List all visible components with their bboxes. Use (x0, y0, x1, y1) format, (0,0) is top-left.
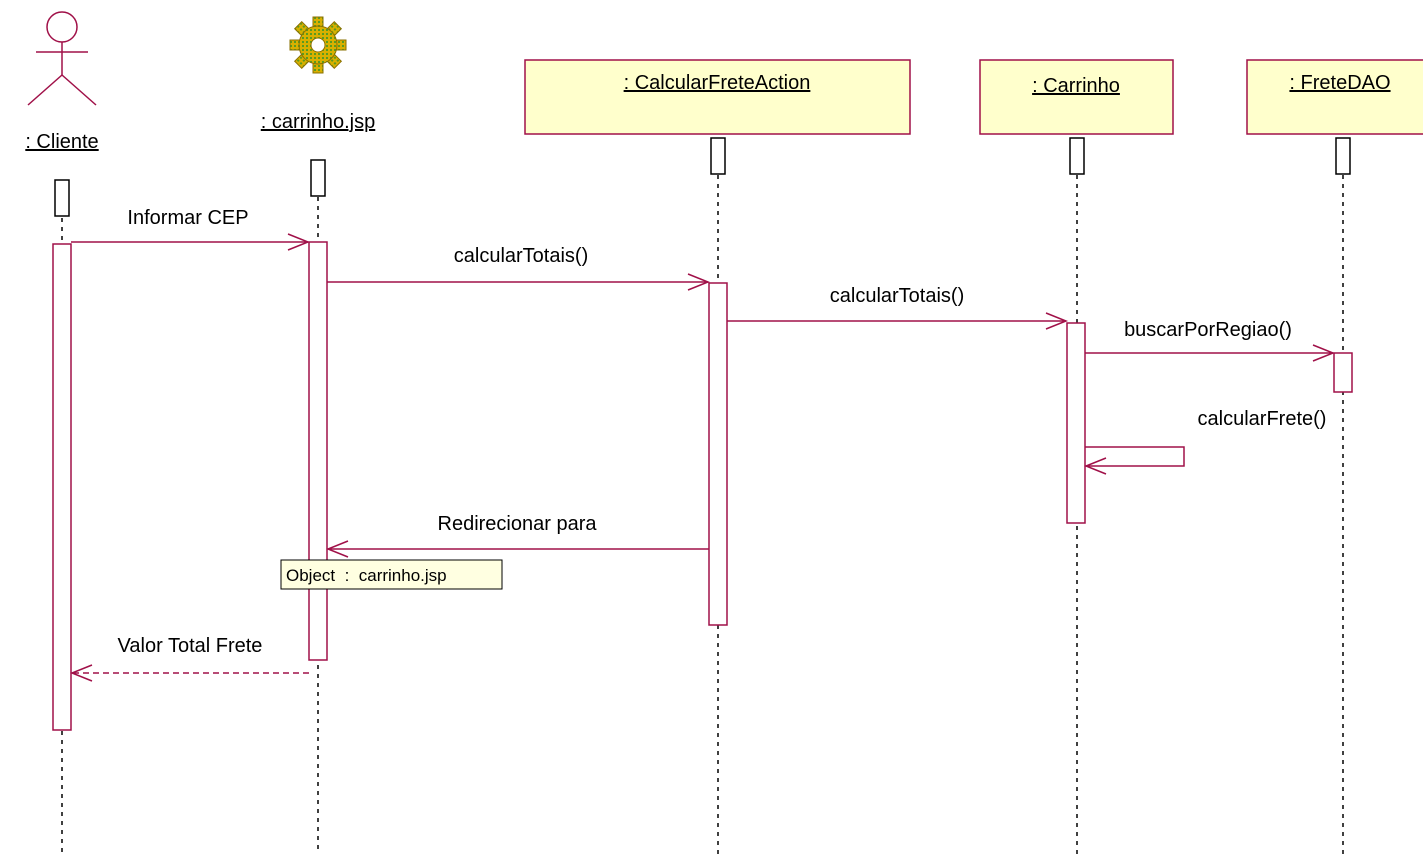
participant-jsp-label[interactable]: : carrinho.jsp (261, 111, 376, 133)
activation-action (708, 282, 728, 626)
activation-dao (1333, 352, 1353, 393)
activation-carrinho (1066, 322, 1086, 524)
actor-icon[interactable] (27, 11, 97, 106)
lifeline-head-carrinho (1069, 137, 1085, 175)
participant-cliente-label[interactable]: : Cliente (25, 131, 98, 153)
message-valor-total-frete[interactable] (69, 664, 309, 682)
tooltip-text: Object : carrinho.jsp (286, 566, 447, 585)
lifeline-head-dao (1335, 137, 1351, 175)
message-label-calcular-totais-2: calcularTotais() (830, 285, 964, 307)
activation-cliente (52, 243, 72, 731)
object-box-carrinho[interactable] (979, 59, 1174, 135)
lifeline-head-jsp (310, 159, 326, 197)
message-informar-cep[interactable] (71, 233, 311, 251)
gear-icon[interactable] (289, 16, 347, 74)
lifeline-head-cliente (54, 179, 70, 217)
participant-dao-label: : FreteDAO (1289, 72, 1390, 94)
object-box-action[interactable] (524, 59, 911, 135)
lifeline-head-action (710, 137, 726, 175)
object-box-dao[interactable] (1246, 59, 1423, 135)
participant-action-label: : CalcularFreteAction (624, 72, 811, 94)
message-redirecionar-para[interactable] (325, 540, 709, 558)
message-calcular-frete[interactable] (1083, 446, 1185, 475)
message-label-buscar-por-regiao: buscarPorRegiao() (1124, 319, 1292, 341)
participant-carrinho-label: : Carrinho (1032, 75, 1120, 97)
message-buscar-por-regiao[interactable] (1085, 344, 1336, 362)
message-calcular-totais-2[interactable] (727, 312, 1069, 330)
message-calcular-totais-1[interactable] (327, 273, 711, 291)
activation-jsp (308, 241, 328, 661)
message-label-valor-total-frete: Valor Total Frete (118, 635, 263, 657)
message-label-redirecionar-para: Redirecionar para (438, 513, 598, 535)
message-label-calcular-frete: calcularFrete() (1198, 408, 1327, 430)
object-tooltip: Object : carrinho.jsp (280, 559, 503, 590)
message-label-informar-cep: Informar CEP (127, 207, 248, 229)
message-label-calcular-totais-1: calcularTotais() (454, 245, 588, 267)
